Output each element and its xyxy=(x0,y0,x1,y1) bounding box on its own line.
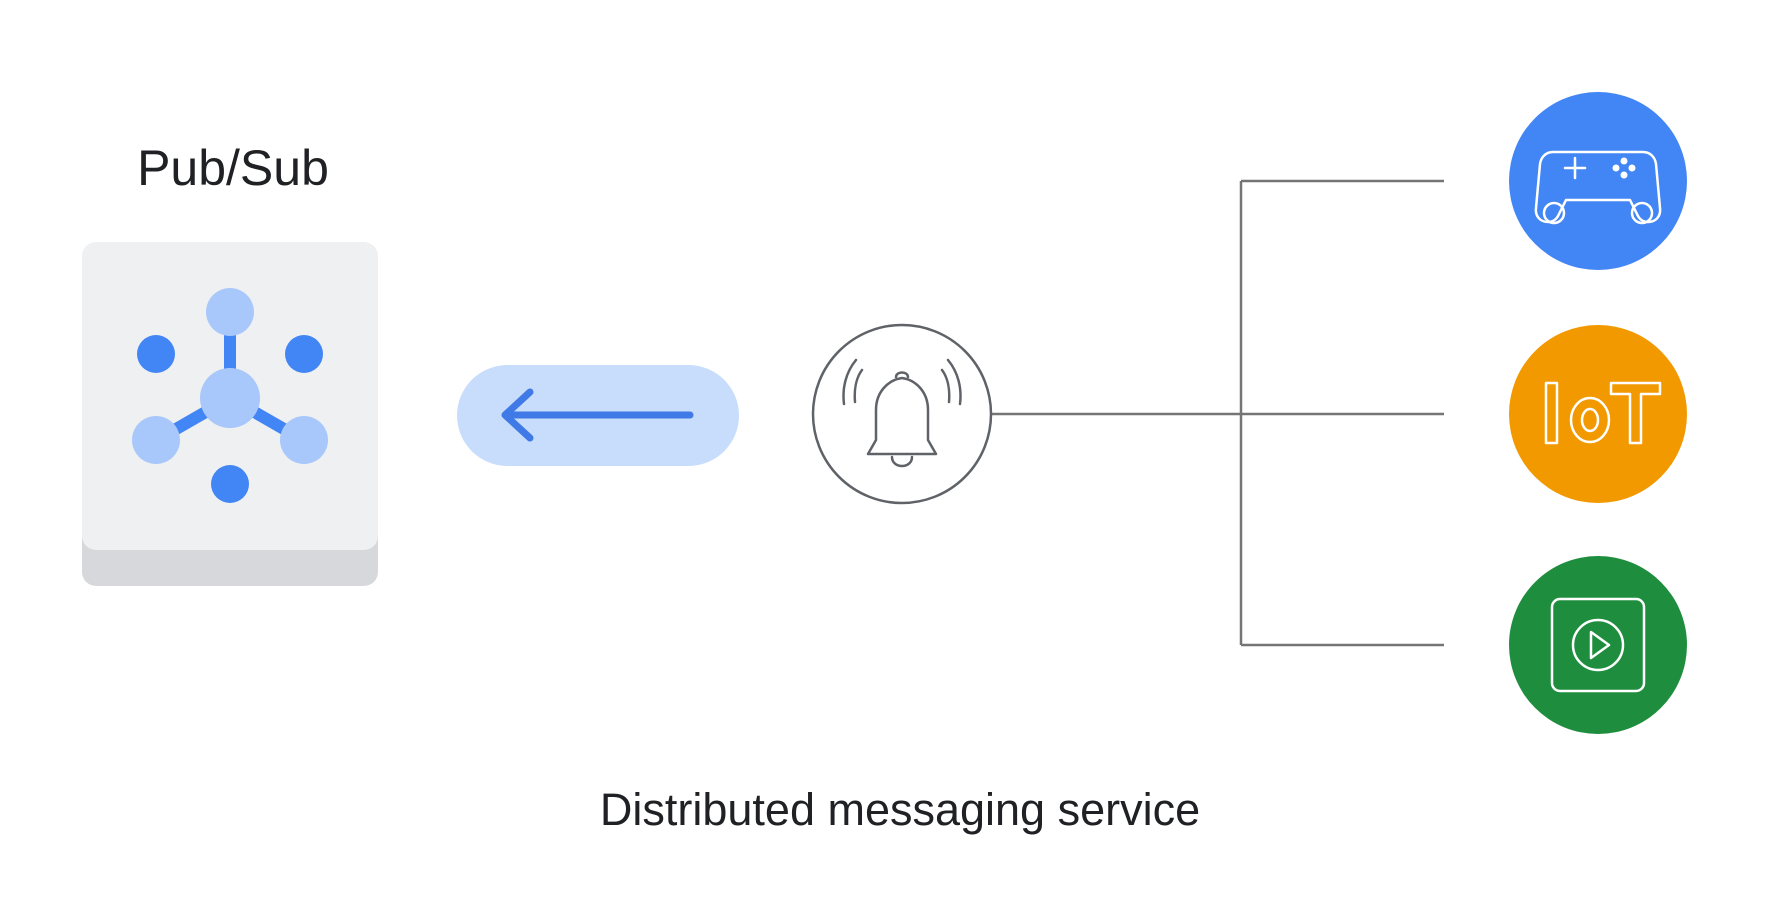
hub-dot-upper-right xyxy=(285,335,323,373)
gamepad-icon xyxy=(1534,150,1662,225)
video-play-icon xyxy=(1550,597,1646,693)
hub-node-right xyxy=(280,416,328,464)
hub-center-node xyxy=(200,368,260,428)
subscriber-video-circle xyxy=(1509,556,1687,734)
subscriber-gamepad-circle xyxy=(1509,92,1687,270)
hub-node-top xyxy=(206,288,254,336)
bell-node xyxy=(811,323,993,505)
pubsub-hub-icon xyxy=(132,288,328,503)
subscriber-video xyxy=(1509,556,1687,734)
diagram-caption: Distributed messaging service xyxy=(599,784,1201,835)
message-arrow xyxy=(457,365,739,466)
pubsub-title: Pub/Sub xyxy=(137,140,329,196)
fanout-lines xyxy=(992,179,1444,647)
hub-dot-upper-left xyxy=(137,335,175,373)
iot-icon xyxy=(1544,381,1662,445)
gamepad-buttons xyxy=(1612,157,1636,179)
subscriber-gamepad xyxy=(1509,92,1687,270)
arrow-left-icon xyxy=(501,388,694,442)
bell-notification-icon xyxy=(842,358,962,468)
pubsub-card xyxy=(82,242,378,586)
bell-node-circle xyxy=(811,323,993,505)
hub-dot-bottom xyxy=(211,465,249,503)
hub-node-left xyxy=(132,416,180,464)
subscriber-iot xyxy=(1509,325,1687,503)
